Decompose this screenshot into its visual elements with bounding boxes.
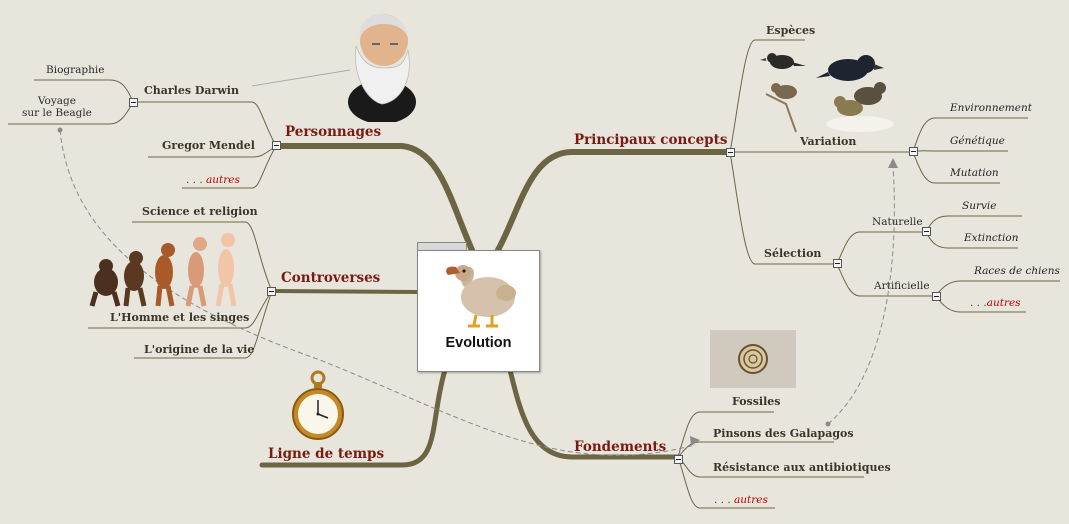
node-fossiles[interactable]: Fossiles bbox=[732, 396, 780, 409]
more-label: autres bbox=[206, 174, 240, 186]
ammonite-fossil-icon bbox=[710, 330, 796, 388]
finches-icon bbox=[756, 44, 896, 136]
collapse-toggle-darwin[interactable] bbox=[129, 98, 138, 107]
node-controverses[interactable]: Controverses bbox=[281, 271, 380, 287]
node-biographie[interactable]: Biographie bbox=[46, 64, 104, 76]
collapse-toggle-artificielle[interactable] bbox=[932, 292, 941, 301]
collapse-toggle-fondements[interactable] bbox=[674, 455, 683, 464]
node-environnement[interactable]: Environnement bbox=[950, 102, 1032, 114]
node-science-religion[interactable]: Science et religion bbox=[142, 206, 258, 219]
node-homme-singes[interactable]: L'Homme et les singes bbox=[110, 312, 249, 325]
relation-pinsons-variation bbox=[828, 165, 894, 424]
node-pinsons-galapagos[interactable]: Pinsons des Galapagos bbox=[713, 428, 854, 441]
node-naturelle[interactable]: Naturelle bbox=[872, 216, 923, 228]
node-resistance-antibiotiques[interactable]: Résistance aux antibiotiques bbox=[713, 462, 891, 475]
more-label: autres bbox=[987, 297, 1021, 309]
collapse-toggle-variation[interactable] bbox=[909, 147, 918, 156]
node-fondements[interactable]: Fondements bbox=[574, 440, 666, 456]
branch-controverses bbox=[272, 291, 417, 292]
node-principaux-concepts[interactable]: Principaux concepts bbox=[574, 133, 727, 149]
node-gregor-mendel[interactable]: Gregor Mendel bbox=[162, 140, 255, 153]
node-survie[interactable]: Survie bbox=[962, 200, 996, 212]
collapse-toggle-naturelle[interactable] bbox=[922, 227, 931, 236]
darwin-portrait-icon bbox=[342, 10, 420, 122]
node-fondements-autres[interactable]: . . . autres bbox=[714, 494, 768, 507]
ascent-of-man-icon bbox=[88, 230, 248, 310]
node-genetique[interactable]: Génétique bbox=[950, 135, 1005, 147]
voyage-line-2: sur le Beagle bbox=[22, 107, 92, 119]
node-especes[interactable]: Espèces bbox=[766, 25, 815, 38]
node-selection[interactable]: Sélection bbox=[764, 248, 821, 261]
collapse-toggle-personnages[interactable] bbox=[272, 141, 281, 150]
node-personnages-autres[interactable]: . . . autres bbox=[186, 174, 240, 187]
node-origine-vie[interactable]: L'origine de la vie bbox=[144, 344, 254, 357]
voyage-line-1: Voyage bbox=[38, 95, 76, 107]
node-ligne-de-temps[interactable]: Ligne de temps bbox=[268, 447, 384, 463]
node-mutation[interactable]: Mutation bbox=[950, 167, 999, 179]
branch-personnages bbox=[278, 146, 472, 250]
node-charles-darwin[interactable]: Charles Darwin bbox=[144, 85, 239, 98]
more-dots: . . . bbox=[714, 494, 734, 506]
node-variation[interactable]: Variation bbox=[800, 136, 856, 149]
center-node-title: Evolution bbox=[418, 335, 539, 351]
pocket-watch-icon bbox=[290, 370, 346, 442]
more-dots: . . . bbox=[970, 297, 987, 309]
branch-concepts bbox=[498, 152, 730, 250]
node-artificielle[interactable]: Artificielle bbox=[874, 280, 930, 292]
more-label: autres bbox=[734, 494, 768, 506]
collapse-toggle-controverses[interactable] bbox=[267, 287, 276, 296]
node-personnages[interactable]: Personnages bbox=[285, 125, 381, 141]
collapse-toggle-concepts[interactable] bbox=[726, 148, 735, 157]
more-dots: . . . bbox=[186, 174, 206, 186]
node-races-chiens[interactable]: Races de chiens bbox=[974, 265, 1060, 277]
node-concepts-autres[interactable]: . . .autres bbox=[970, 297, 1021, 310]
node-extinction[interactable]: Extinction bbox=[964, 232, 1018, 244]
node-voyage-beagle[interactable]: Voyage sur le Beagle bbox=[22, 95, 92, 119]
dodo-icon bbox=[444, 257, 520, 333]
center-node[interactable]: Evolution bbox=[417, 250, 540, 372]
collapse-toggle-selection[interactable] bbox=[833, 259, 842, 268]
